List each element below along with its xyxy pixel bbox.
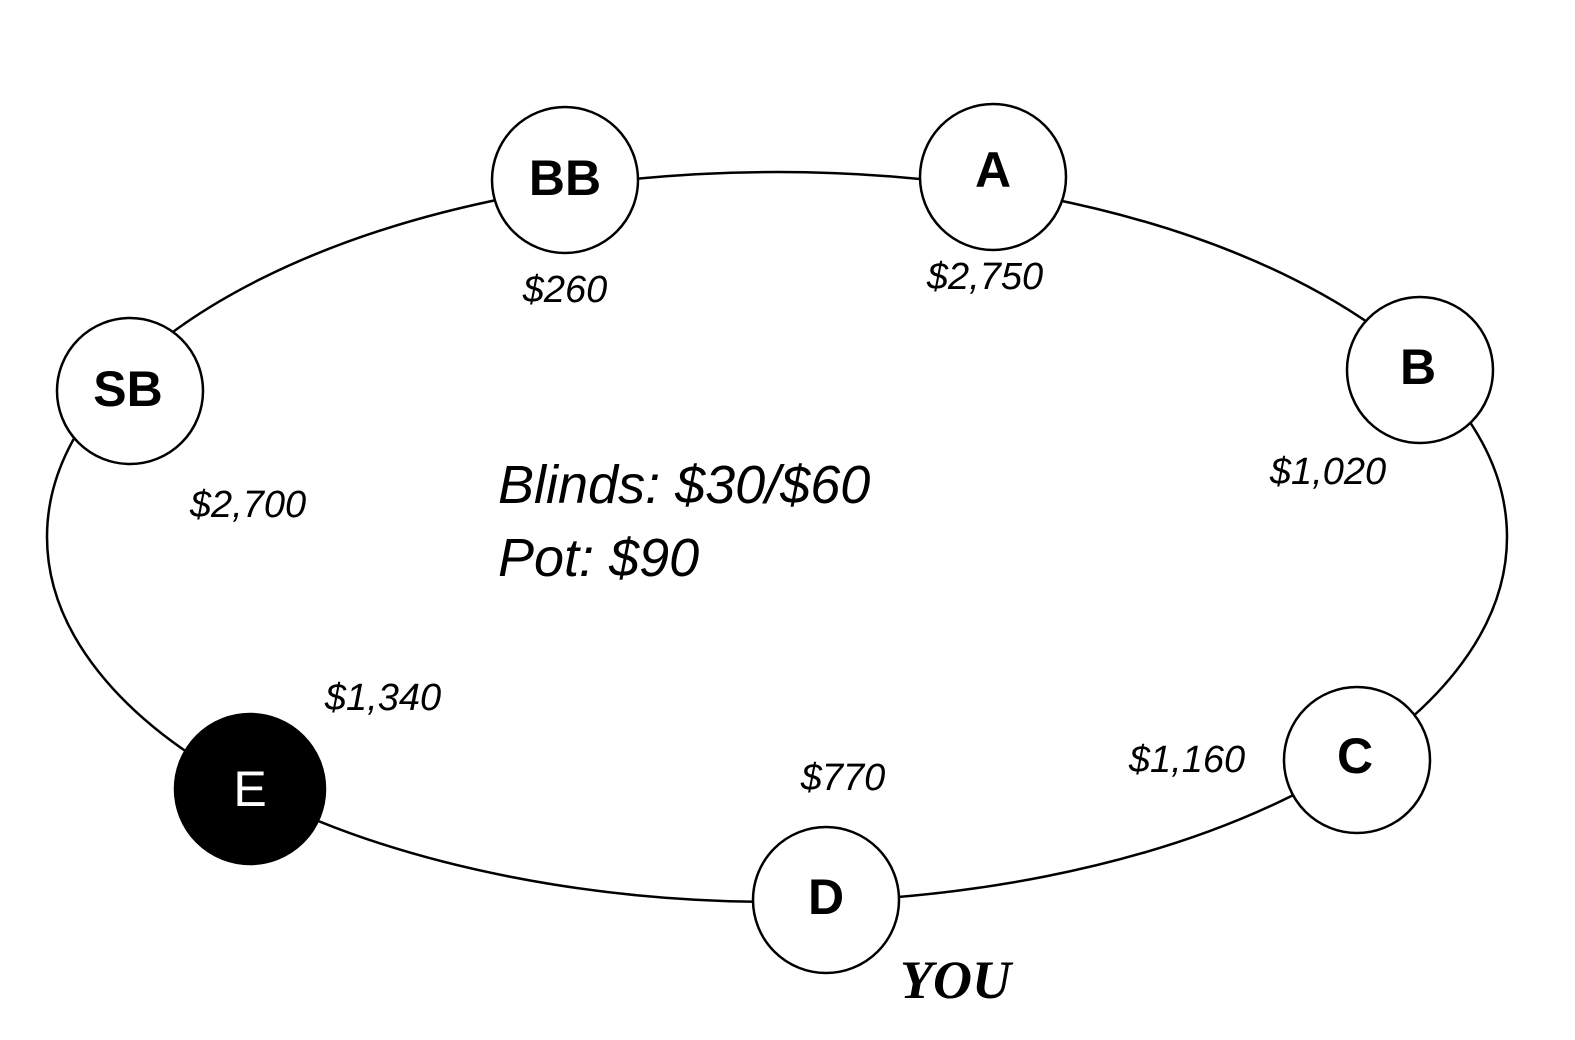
seat-label: SB (93, 361, 162, 417)
seat-circle (55, 316, 205, 466)
seat-label: B (1400, 339, 1436, 395)
seat-circle (1282, 685, 1432, 835)
seat-label: A (975, 142, 1011, 198)
stack-amount: $1,340 (324, 677, 441, 719)
seat-circle-dealer (173, 712, 327, 866)
seat-E: E $1,340 (173, 677, 441, 866)
seat-label: C (1337, 728, 1373, 784)
seat-circle (490, 105, 640, 255)
stack-amount: $770 (800, 757, 886, 799)
seat-label: BB (529, 150, 601, 206)
seat-circle (918, 102, 1068, 252)
seat-label: D (808, 869, 844, 925)
pot-info: Pot: $90 (498, 528, 699, 588)
seat-BB: BB $260 (490, 105, 640, 311)
stack-amount: $1,020 (1269, 451, 1386, 493)
seat-label: E (233, 761, 266, 817)
stack-amount: $2,750 (926, 256, 1043, 298)
seat-C: C $1,160 (1128, 685, 1432, 835)
seat-circle (1345, 295, 1495, 445)
seat-B: B $1,020 (1269, 295, 1495, 493)
stack-amount: $260 (522, 269, 608, 311)
blinds-info: Blinds: $30/$60 (498, 455, 870, 515)
seat-SB: SB $2,700 (55, 316, 306, 526)
hero-you-label: YOU (900, 950, 1014, 1010)
seat-D: D $770 (751, 757, 901, 975)
stack-amount: $1,160 (1128, 739, 1245, 781)
seat-A: A $2,750 (918, 102, 1068, 298)
seat-circle (751, 825, 901, 975)
stack-amount: $2,700 (189, 484, 306, 526)
